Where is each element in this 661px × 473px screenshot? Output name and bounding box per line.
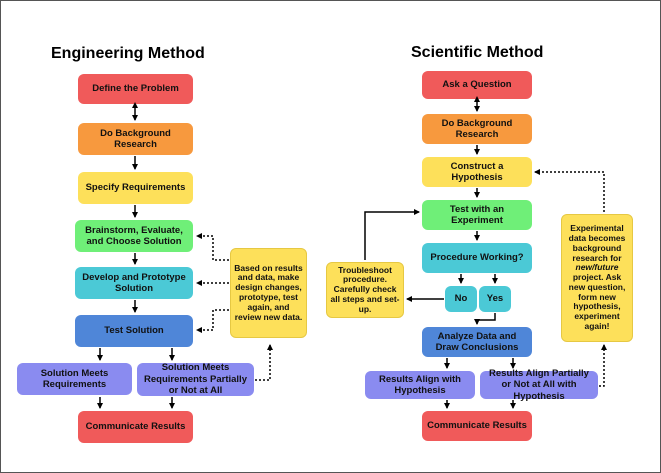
eng-background-research: Do Background Research: [78, 123, 193, 155]
sci-test-experiment: Test with an Experiment: [422, 200, 532, 230]
eng-specify-requirements: Specify Requirements: [78, 172, 193, 204]
sci-dotted-partial-note: [599, 344, 607, 387]
eng-test-solution: Test Solution: [75, 315, 193, 347]
scientific-title: Scientific Method: [411, 44, 544, 61]
sci-analyze-data: Analyze Data and Draw Conclusions: [422, 327, 532, 357]
sci-communicate-results: Communicate Results: [422, 411, 532, 441]
eng-define-problem: Define the Problem: [78, 74, 193, 104]
eng-dotted-note-brainstorm: [196, 233, 229, 261]
sci-background-research: Do Background Research: [422, 114, 532, 144]
sci-note-text-post: project. Ask new question, form new hypo…: [568, 272, 626, 331]
eng-dotted-note-test: [196, 309, 229, 333]
eng-develop-prototype: Develop and Prototype Solution: [75, 267, 193, 299]
sci-no-box: No: [445, 286, 477, 312]
eng-solution-partial: Solution Meets Requirements Partially or…: [137, 362, 254, 396]
eng-brainstorm: Brainstorm, Evaluate, and Choose Solutio…: [75, 220, 193, 252]
sci-results-partial: Results Align Partially or Not at All wi…: [480, 368, 598, 402]
sci-dotted-note-hypothesis: [534, 169, 605, 212]
sci-feedback-note: Experimental data becomes background res…: [561, 214, 633, 342]
sci-note-text-em: new/future: [575, 262, 619, 273]
eng-dotted-partial-note: [255, 344, 273, 381]
sci-arrow-yes-analyze: [474, 313, 496, 325]
sci-construct-hypothesis: Construct a Hypothesis: [422, 157, 532, 187]
eng-solution-meets: Solution Meets Requirements: [17, 363, 132, 395]
eng-feedback-note: Based on results and data, make design c…: [230, 248, 307, 338]
sci-yes-box: Yes: [479, 286, 511, 312]
sci-procedure-working: Procedure Working?: [422, 243, 532, 273]
sci-troubleshoot-note: Troubleshoot procedure. Carefully check …: [326, 262, 404, 318]
eng-communicate-results: Communicate Results: [78, 411, 193, 443]
engineering-title: Engineering Method: [51, 45, 205, 62]
sci-results-align: Results Align with Hypothesis: [365, 371, 475, 399]
sci-arrow-troubleshoot-experiment: [364, 209, 420, 260]
sci-note-text-pre: Experimental data becomes background res…: [568, 223, 626, 263]
sci-ask-question: Ask a Question: [422, 71, 532, 99]
